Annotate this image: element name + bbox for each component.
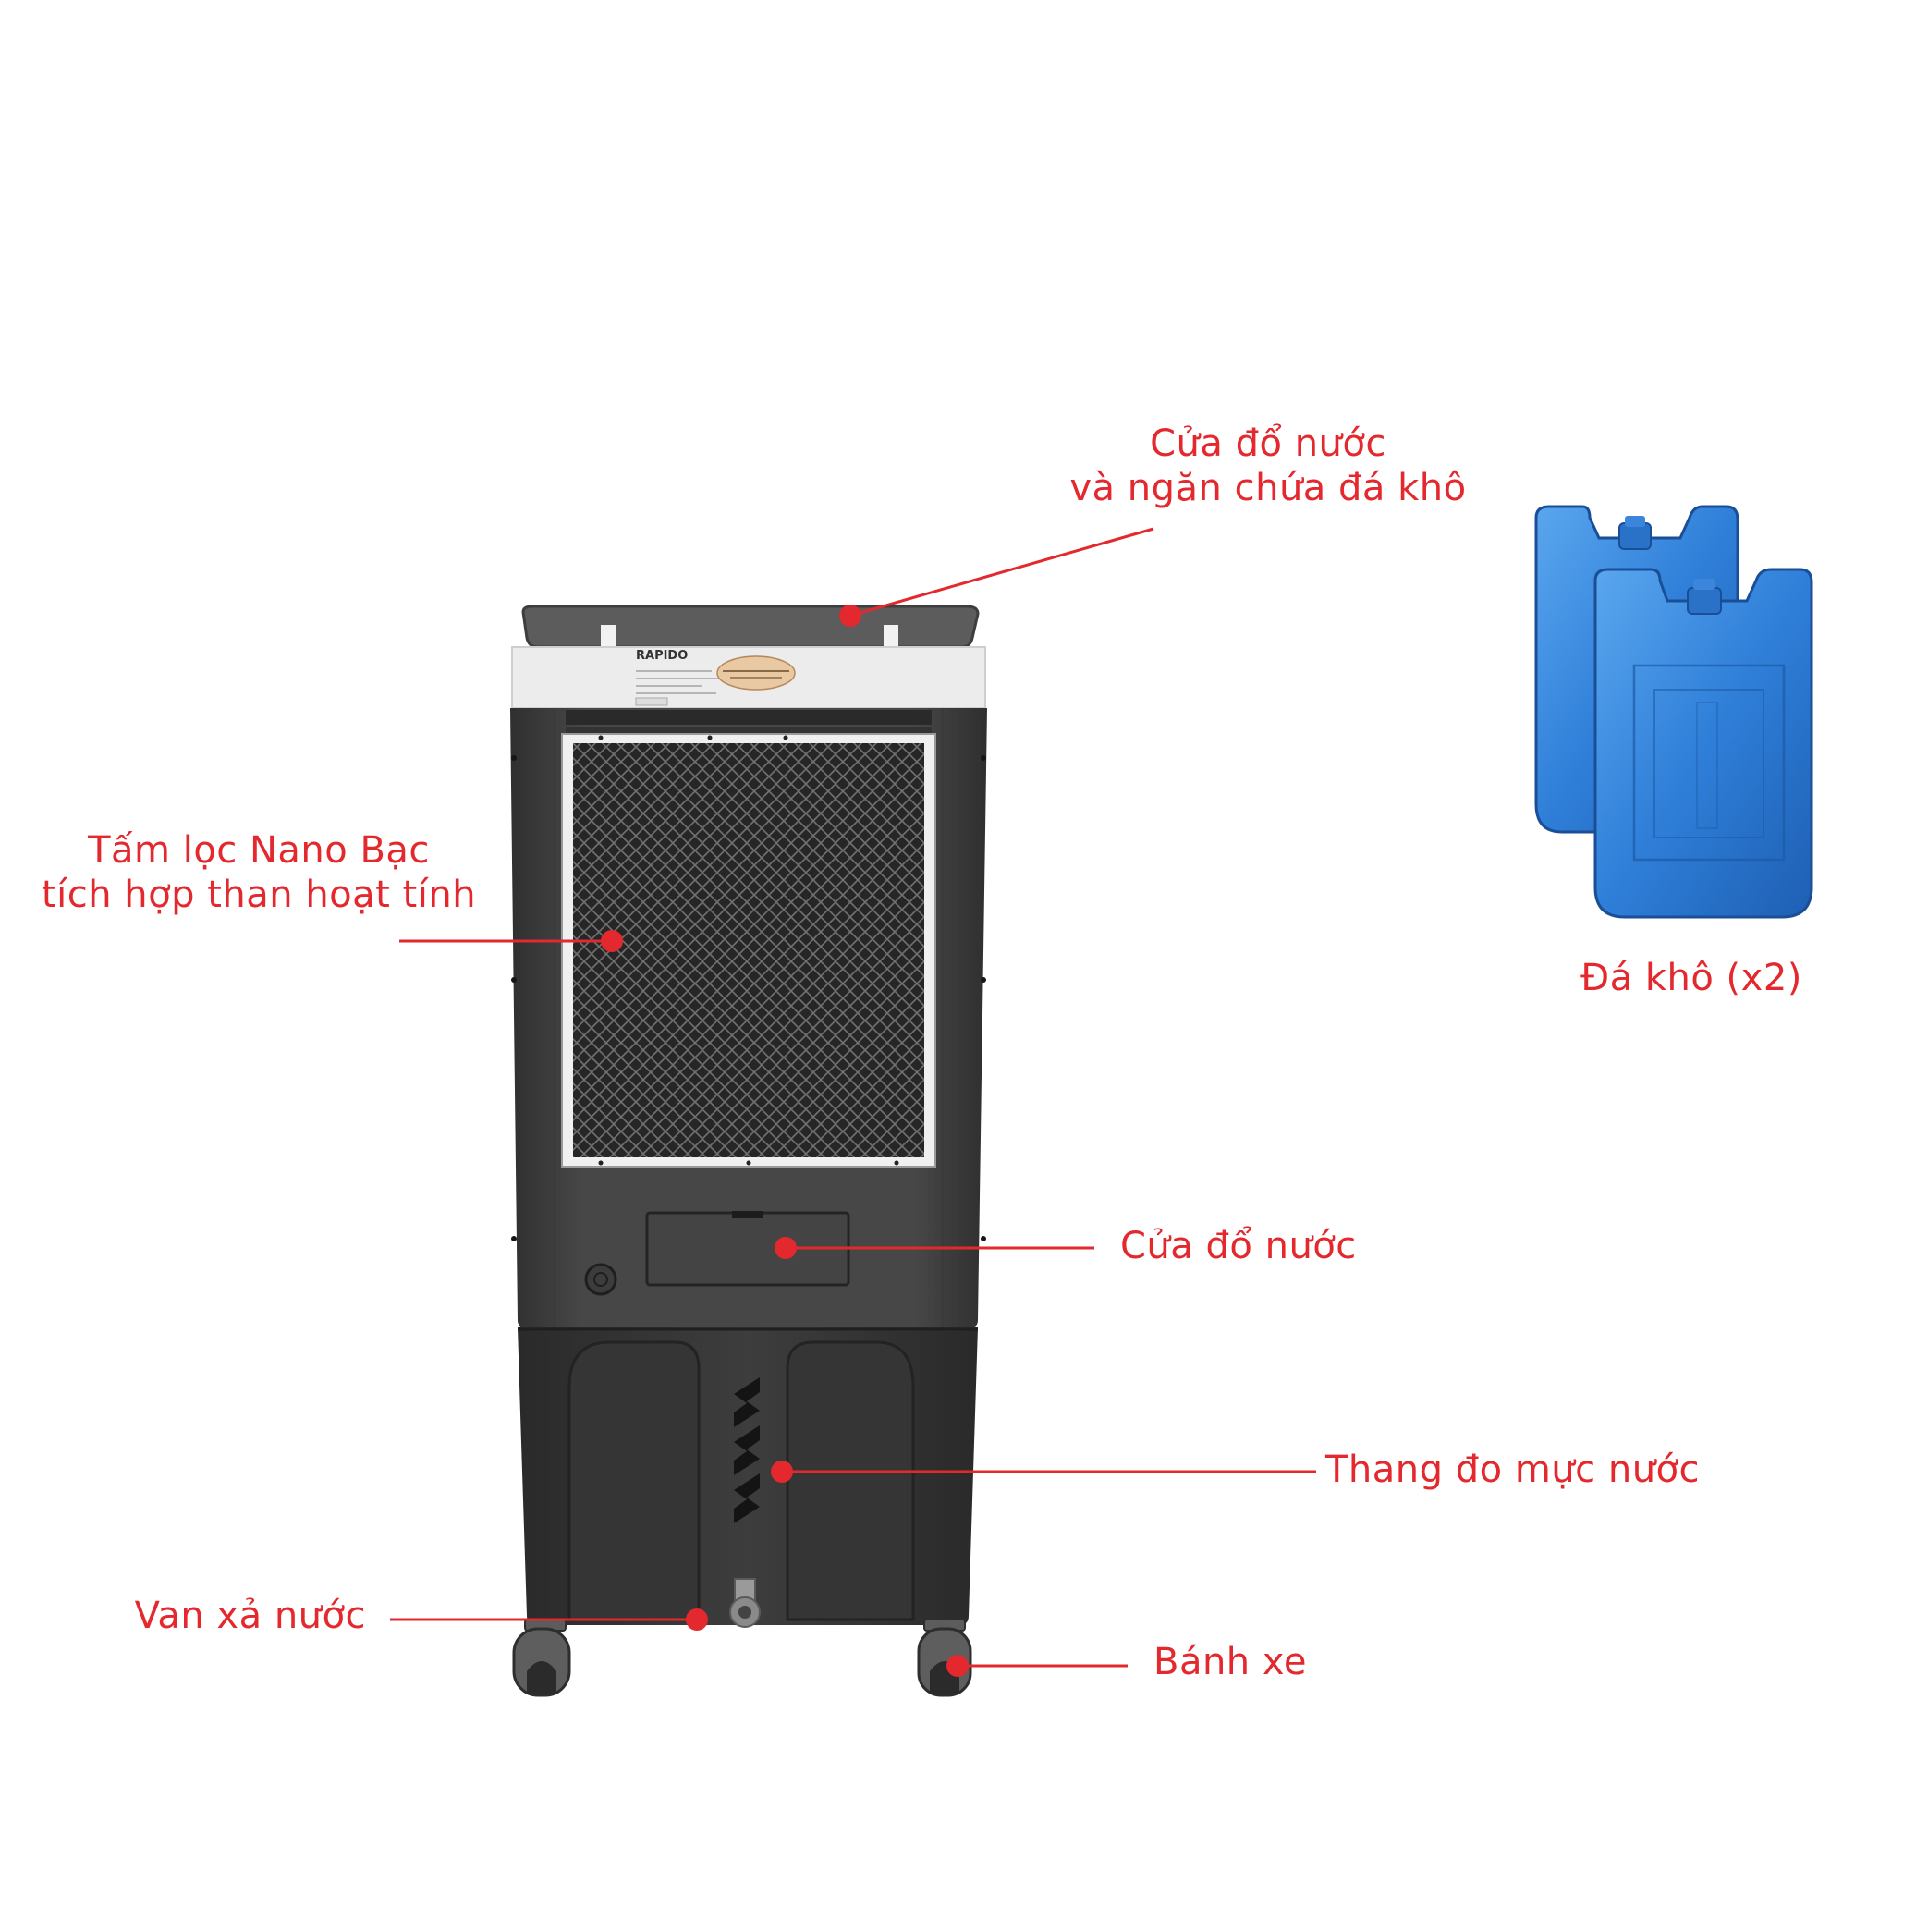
label-wheels: Bánh xe — [1153, 1641, 1307, 1683]
top-lid — [521, 605, 980, 649]
leader-drain-valve-dot — [686, 1608, 708, 1631]
ice-pack-front — [1593, 568, 1813, 919]
wheels — [512, 1619, 972, 1697]
leader-filter-dot — [601, 930, 623, 952]
brand-logo: RAPIDO — [636, 649, 688, 663]
spec-label-lines — [635, 670, 721, 706]
leader-water-door-dot — [775, 1237, 797, 1259]
round-cap — [584, 1263, 617, 1296]
water-tank — [518, 1327, 978, 1625]
label-drain-valve: Van xả nước — [134, 1595, 366, 1637]
drain-valve — [729, 1578, 761, 1628]
annotation-leaders — [390, 527, 1316, 1677]
label-water-door: Cửa đổ nước — [1120, 1225, 1357, 1267]
label-top-lid-line1: Cửa đổ nước — [1150, 422, 1386, 465]
wheel-right — [917, 1619, 972, 1697]
label-filter-line1: Tấm lọc Nano Bạc — [88, 829, 430, 872]
label-top-lid: Cửa đổ nước và ngăn chứa đá khô — [1037, 422, 1499, 510]
ice-packs — [1534, 505, 1813, 919]
control-panel-band: RAPIDO — [511, 646, 986, 709]
label-ice-packs: Đá khô (x2) — [1580, 957, 1802, 999]
leader-wheels-dot — [946, 1655, 969, 1677]
leader-water-gauge-dot — [771, 1461, 793, 1483]
label-water-gauge: Thang đo mực nước — [1325, 1449, 1701, 1491]
label-filter-line2: tích hợp than hoạt tính — [41, 874, 477, 916]
leader-top-lid-dot — [839, 605, 861, 627]
wheel-left — [512, 1619, 571, 1697]
nano-silver-filter — [561, 727, 936, 1168]
warranty-sticker — [716, 655, 796, 691]
water-level-gauge — [734, 1377, 760, 1523]
label-filter: Tấm lọc Nano Bạc tích hợp than hoạt tính — [18, 828, 499, 917]
leader-top-lid-line — [849, 527, 1154, 618]
label-top-lid-line2: và ngăn chứa đá khô — [1069, 467, 1467, 509]
